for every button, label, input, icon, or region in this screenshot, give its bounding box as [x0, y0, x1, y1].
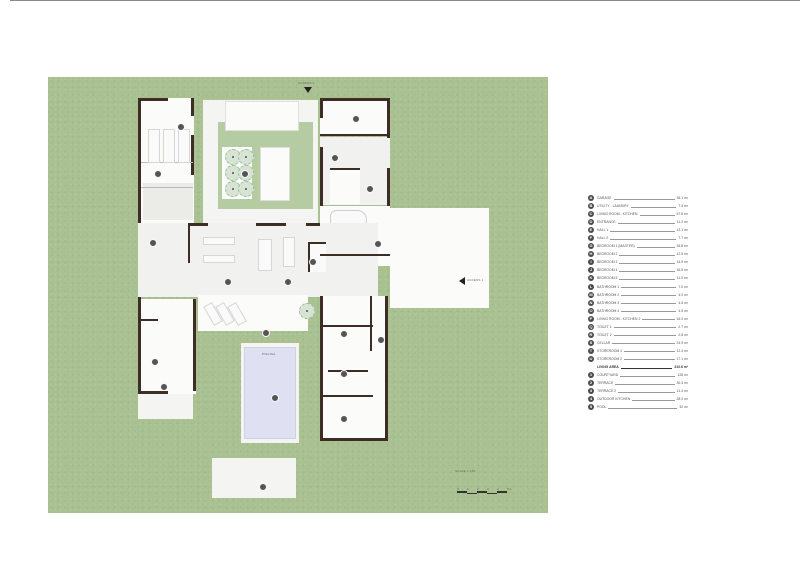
legend-key-badge: C	[588, 211, 594, 218]
legend-key-badge: S	[588, 339, 594, 346]
rack	[148, 129, 160, 163]
top-rule	[10, 0, 800, 1]
access-arrow-left-icon	[459, 277, 465, 285]
bedroom-5	[138, 299, 196, 394]
legend-key-badge: G	[588, 243, 594, 250]
legend-key-badge: I	[588, 259, 594, 266]
right-bedroom-wing	[320, 296, 388, 441]
room-badge	[377, 336, 385, 344]
room-badge	[154, 170, 162, 178]
legend-key-badge: T	[588, 347, 594, 354]
courtyard-lawn	[225, 101, 299, 131]
rack	[178, 129, 190, 163]
legend-key-badge: E	[588, 227, 594, 234]
legend-key-badge: J	[588, 267, 594, 274]
legend-key-badge: 2	[588, 380, 594, 387]
room-badge	[340, 370, 348, 378]
access-top-label: ACCESS 2	[298, 81, 315, 85]
legend-key-badge: R	[588, 331, 594, 338]
room-badge	[352, 115, 360, 123]
legend-key-badge: N	[588, 299, 594, 306]
legend-key-badge: A	[588, 195, 594, 202]
legend-key-badge: D	[588, 219, 594, 226]
room-badge	[177, 123, 185, 131]
access-arrow-down-icon	[304, 87, 312, 93]
driveway	[390, 208, 489, 308]
legend-key-badge: 5	[588, 404, 594, 411]
room-badge	[309, 258, 317, 266]
room-badge	[224, 278, 232, 286]
legend-key-badge: Q	[588, 323, 594, 330]
scale-label: SCALE 1:150	[455, 469, 476, 473]
legend-key-badge: U	[588, 355, 594, 362]
room-badge	[160, 383, 168, 391]
legend-key-badge: 1	[588, 372, 594, 379]
room-badge	[374, 240, 382, 248]
legend-key-badge: F	[588, 235, 594, 242]
outdoor-kitchen	[212, 458, 296, 498]
room-badge	[366, 185, 374, 193]
legend-key-badge: 4	[588, 396, 594, 403]
pool-label: PISCINA	[262, 352, 276, 356]
legend-key-badge: O	[588, 307, 594, 314]
room-badge	[284, 278, 292, 286]
room-badge	[149, 239, 157, 247]
legend-key-badge: H	[588, 251, 594, 258]
room-badge	[331, 154, 339, 162]
room-badge	[151, 358, 159, 366]
master-bath	[330, 170, 360, 204]
legend-key-badge: B	[588, 203, 594, 210]
site-plan: ACCESS 2 ACCESS 1	[48, 77, 548, 513]
room-badge	[340, 330, 348, 338]
pool	[244, 347, 296, 439]
legend-key-badge: M	[588, 291, 594, 298]
legend-key-badge: 3	[588, 388, 594, 395]
room-badge	[262, 329, 270, 337]
access-right-label: ACCESS 1	[467, 278, 484, 282]
legend-key-badge: K	[588, 275, 594, 282]
scale-bar: 0 1 2 3 4 5m	[457, 487, 517, 495]
utility-room	[143, 183, 193, 220]
legend-key-badge: L	[588, 283, 594, 290]
terrace-2	[138, 394, 193, 419]
room-badge	[271, 394, 279, 402]
room-badge	[259, 483, 267, 491]
courtyard-bench	[260, 147, 290, 201]
rack	[163, 129, 175, 163]
room-badge	[241, 170, 249, 178]
room-badge	[340, 415, 348, 423]
legend-key-badge: P	[588, 315, 594, 322]
